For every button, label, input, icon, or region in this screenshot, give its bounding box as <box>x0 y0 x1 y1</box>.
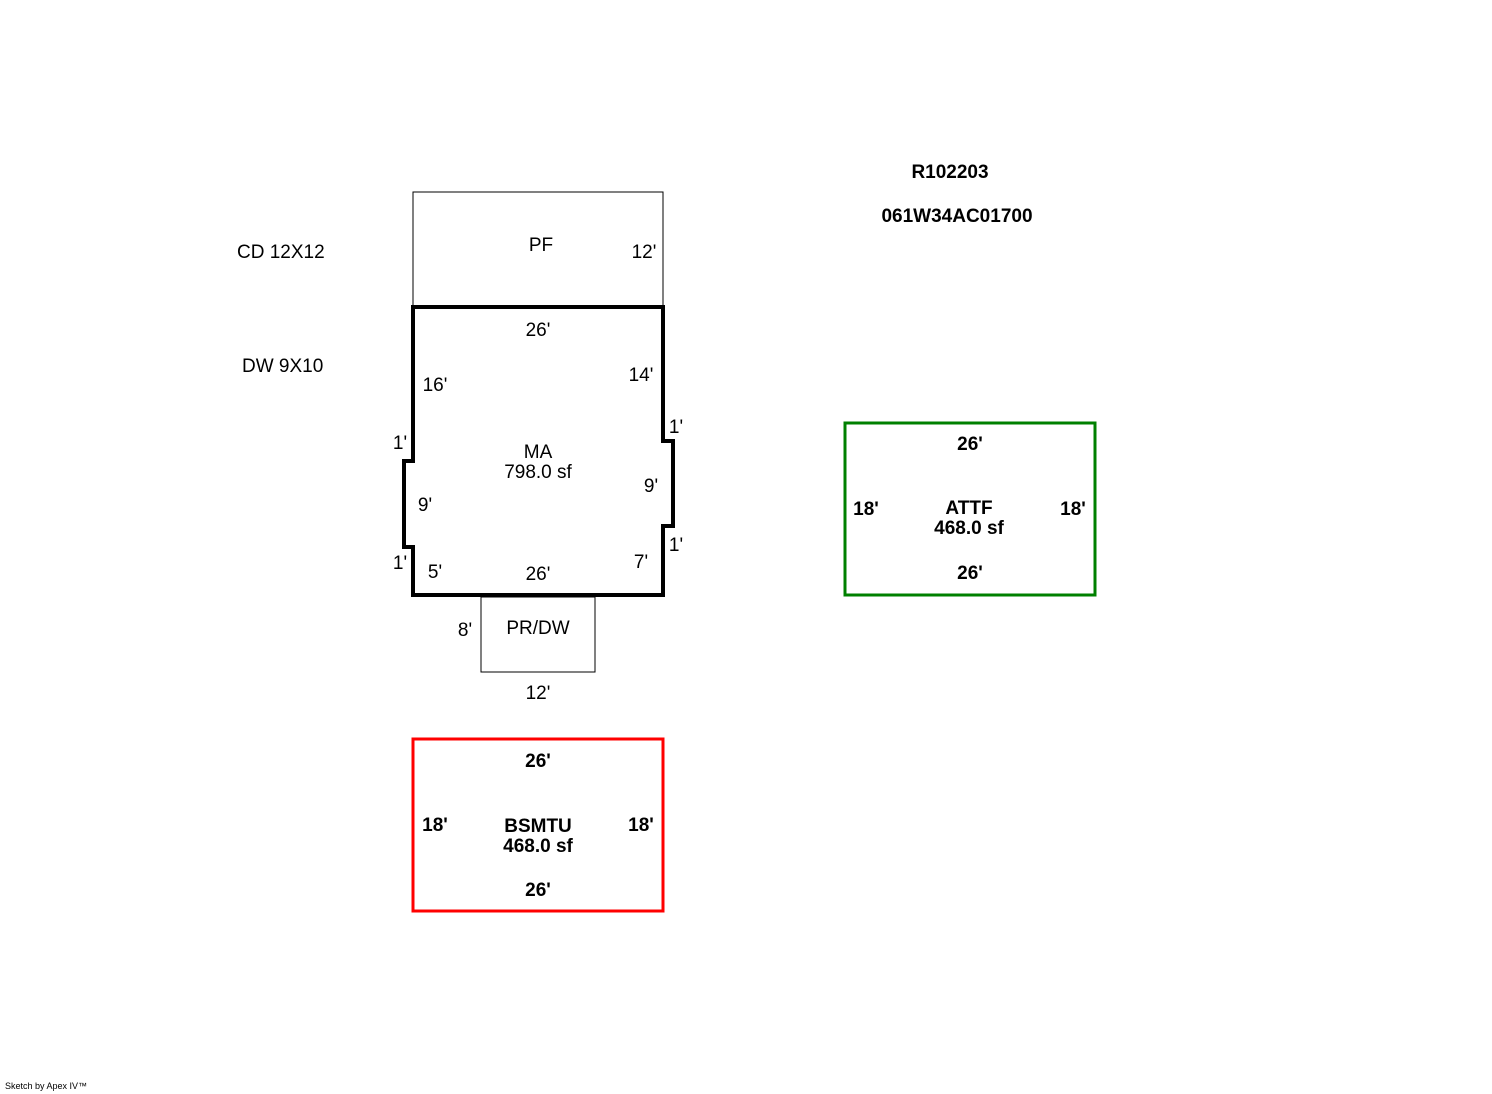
prdw-dim-left: 8' <box>458 620 472 641</box>
ma-dim-right-mid: 9' <box>644 476 658 497</box>
ma-dim-right-jog-top: 1' <box>669 417 683 438</box>
attf-dim-top: 26' <box>957 434 983 455</box>
bsmtu-outline <box>411 737 665 913</box>
bsmtu-dim-right: 18' <box>628 815 654 836</box>
prdw-outline <box>480 596 596 673</box>
ma-dim-right-upper: 14' <box>629 365 654 386</box>
attf-group: 26' 18' 18' ATTF 468.0 sf 26' <box>843 421 1097 597</box>
dw-note: DW 9X10 <box>242 356 323 377</box>
bsmtu-dim-bottom: 26' <box>525 880 551 901</box>
parcel-id: R102203 <box>911 162 988 183</box>
cd-note: CD 12X12 <box>237 242 325 263</box>
ma-area: 798.0 sf <box>504 462 572 483</box>
ma-label: MA <box>524 442 553 463</box>
sketch-credit: Sketch by Apex IV™ <box>5 1081 88 1091</box>
bsmtu-label: BSMTU <box>504 816 572 837</box>
ma-outline <box>402 305 675 597</box>
ma-dim-right-jog-bottom: 1' <box>669 535 683 556</box>
bsmtu-group: 26' 18' 18' BSMTU 468.0 sf 26' <box>411 737 665 913</box>
ma-dim-left-mid: 9' <box>418 495 432 516</box>
bsmtu-dim-left: 18' <box>422 815 448 836</box>
ma-dim-left-jog-bottom: 1' <box>393 553 407 574</box>
ma-dim-left-upper: 16' <box>423 375 448 396</box>
pf-dim-right: 12' <box>632 242 657 263</box>
attf-dim-bottom: 26' <box>957 563 983 584</box>
bsmtu-area: 468.0 sf <box>503 836 573 857</box>
ma-dim-left-jog-top: 1' <box>393 433 407 454</box>
prdw-dim-bottom: 12' <box>526 683 551 704</box>
prdw-label: PR/DW <box>506 618 569 639</box>
ma-dim-top: 26' <box>526 320 551 341</box>
attf-dim-right: 18' <box>1060 499 1086 520</box>
attf-label: ATTF <box>945 498 992 519</box>
attf-area: 468.0 sf <box>934 518 1004 539</box>
bsmtu-dim-top: 26' <box>525 751 551 772</box>
ma-dim-bottom: 26' <box>526 564 551 585</box>
pf-label: PF <box>529 235 553 256</box>
ma-dim-left-lower: 5' <box>428 562 442 583</box>
map-number: 061W34AC01700 <box>881 206 1032 227</box>
ma-dim-right-lower: 7' <box>634 552 648 573</box>
attf-outline <box>843 421 1097 597</box>
attf-dim-left: 18' <box>853 499 879 520</box>
